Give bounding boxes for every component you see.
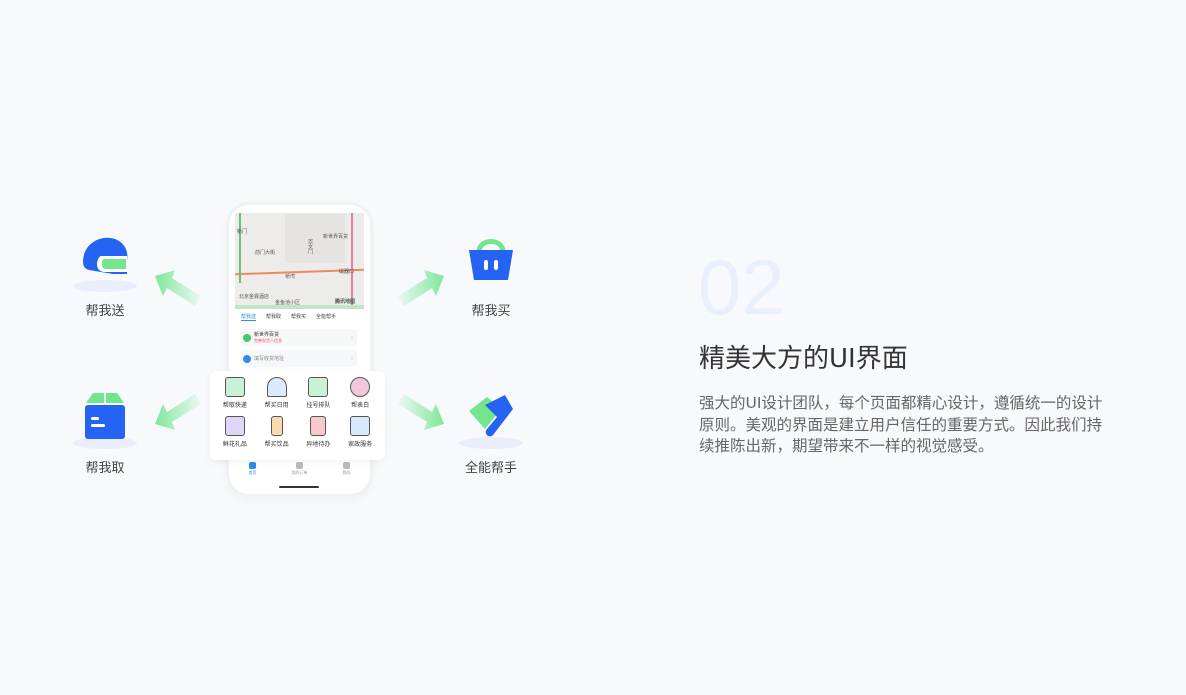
- feature-label: 帮我取: [85, 461, 125, 476]
- map-label: 新门: [237, 229, 248, 235]
- arrow-icon: [398, 270, 444, 306]
- map-label: 前门大街: [255, 250, 276, 256]
- feature-buy[interactable]: 帮我买: [441, 232, 541, 319]
- phone-tabbar: 首页 我的订单 我的: [229, 462, 370, 476]
- orders-icon: [296, 462, 303, 469]
- phone-tabs: 帮我送 帮我取 帮我买 全能帮手: [241, 313, 336, 321]
- service-item[interactable]: 帮买日用: [256, 377, 298, 416]
- section-title: 精美大方的UI界面: [699, 344, 908, 374]
- service-item[interactable]: 鲜花礼品: [214, 415, 256, 455]
- tab[interactable]: 全能帮手: [316, 314, 337, 320]
- feature-allround[interactable]: 全能帮手: [441, 389, 541, 476]
- service-item[interactable]: 帮买饮品: [256, 415, 298, 455]
- user-icon: [343, 462, 350, 469]
- map-label: 崇文门: [307, 239, 313, 254]
- tab[interactable]: 帮我取: [266, 314, 282, 320]
- feature-pickup[interactable]: 帮我取: [55, 389, 155, 476]
- service-label: 帮买日用: [264, 402, 289, 409]
- service-label: 帮取快递: [222, 402, 247, 409]
- service-grid: 帮取快递 帮买日用 挂号排队 帮表白 鲜花礼品 帮买饮品 异地待办 家政服务: [210, 371, 385, 460]
- basket-icon: [463, 232, 519, 288]
- tabbar-label: 首页: [248, 470, 257, 475]
- tabbar-orders[interactable]: 我的订单: [285, 462, 315, 476]
- handshake-icon: [459, 389, 523, 449]
- service-label: 帮买饮品: [264, 440, 289, 448]
- document-icon: [310, 415, 327, 436]
- map-view[interactable]: 新门 前门大街 新世界百货 崇文门 磁器口 北京金霖酒店 金鱼池小区 桥湾 腾讯…: [235, 213, 364, 309]
- chevron-right-icon: ›: [351, 355, 353, 362]
- service-label: 帮表白: [351, 402, 370, 409]
- home-indicator: [279, 486, 319, 488]
- hanger-icon: [266, 377, 287, 397]
- service-label: 异地待办: [306, 440, 331, 448]
- tabbar-me[interactable]: 我的: [332, 462, 362, 476]
- service-label: 挂号排队: [306, 402, 331, 409]
- service-item[interactable]: 异地待办: [298, 415, 340, 455]
- chevron-right-icon: ›: [351, 334, 353, 341]
- service-item[interactable]: 家政服务: [339, 415, 381, 455]
- map-label: 新世界百货: [323, 234, 349, 240]
- service-item[interactable]: 帮表白: [339, 377, 381, 416]
- arrow-icon: [155, 394, 201, 430]
- calendar-icon: [308, 377, 329, 397]
- arrow-icon: [155, 270, 201, 306]
- feature-label: 帮我送: [85, 304, 125, 319]
- feature-label: 全能帮手: [464, 461, 517, 476]
- tabbar-home[interactable]: 首页: [238, 462, 268, 476]
- map-label: 北京金霖酒店: [239, 294, 270, 300]
- box-icon: [73, 389, 137, 449]
- send-dot-icon: [243, 333, 251, 342]
- tab[interactable]: 帮我送: [241, 314, 257, 321]
- home-icon: [249, 462, 256, 469]
- service-item[interactable]: 帮取快递: [214, 377, 256, 416]
- arrow-icon: [398, 394, 444, 430]
- row-title: 填写收货地址: [254, 356, 285, 362]
- tabbar-label: 我的订单: [291, 470, 308, 475]
- map-label: 腾讯地图: [335, 299, 356, 305]
- sender-row[interactable]: 新世界百货完善发货人信息 ›: [240, 329, 357, 346]
- feature-deliver[interactable]: 帮我送: [55, 232, 155, 319]
- receiver-row[interactable]: 填写收货地址 ›: [240, 350, 357, 367]
- section-number: 02: [698, 243, 785, 331]
- helmet-icon: [73, 232, 137, 292]
- map-label: 金鱼池小区: [275, 300, 301, 306]
- map-label: 磁器口: [339, 269, 355, 275]
- row-title: 新世界百货: [254, 332, 280, 338]
- tabbar-label: 我的: [342, 470, 351, 475]
- section-description: 强大的UI设计团队，每个页面都精心设计，遵循统一的设计原则。美观的界面是建立用户…: [699, 394, 1103, 455]
- service-label: 鲜花礼品: [222, 440, 247, 448]
- tab[interactable]: 帮我买: [291, 314, 307, 320]
- receive-dot-icon: [243, 354, 251, 363]
- cleaning-icon: [350, 415, 371, 436]
- heart-icon: [350, 377, 371, 397]
- feature-label: 帮我买: [471, 304, 511, 319]
- service-label: 家政服务: [348, 440, 373, 448]
- row-sub: 完善发货人信息: [254, 338, 282, 343]
- gift-icon: [224, 415, 245, 436]
- map-label: 桥湾: [285, 274, 296, 280]
- package-icon: [224, 377, 245, 397]
- drink-icon: [270, 415, 283, 436]
- service-item[interactable]: 挂号排队: [298, 377, 340, 416]
